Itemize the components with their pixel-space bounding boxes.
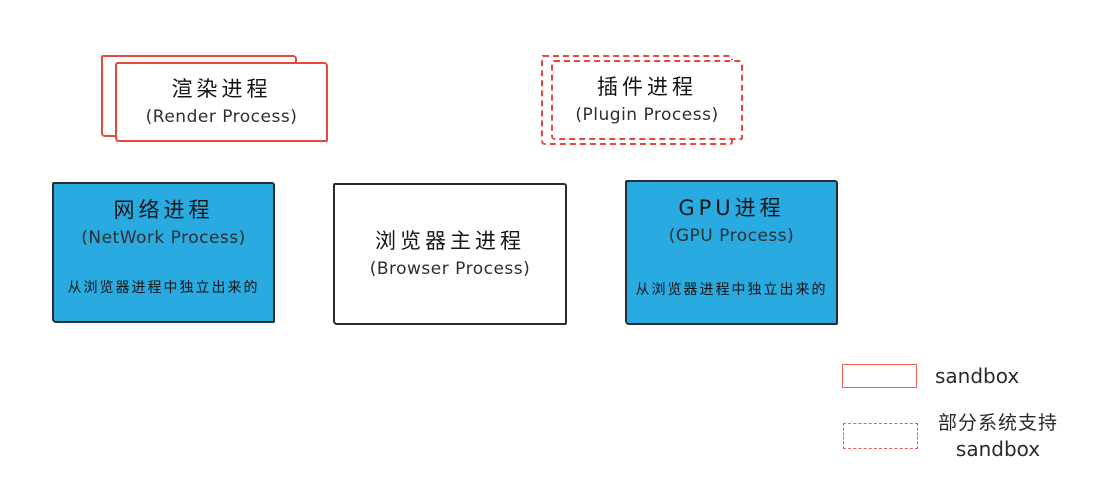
gpu-process-note: 从浏览器进程中独立出来的 [635,282,828,298]
browser-process-box: 浏览器主进程 (Browser Process) [333,183,567,325]
network-process-title: 网络进程 [113,198,214,222]
network-process-subtitle: (NetWork Process) [81,228,246,248]
browser-process-subtitle: (Browser Process) [369,259,531,279]
plugin-process-title: 插件进程 [597,75,697,99]
plugin-process-box: 插件进程 (Plugin Process) [551,60,743,140]
partial-sandbox-label-line1: 部分系统支持 [938,412,1059,434]
gpu-process-subtitle: (GPU Process) [668,226,795,246]
render-process-title: 渲染进程 [171,77,272,101]
sandbox-solid-swatch [842,364,917,388]
legend-item-partial-sandbox: 部分系统支持 sandbox [843,410,1058,462]
gpu-process-box: GPU进程 (GPU Process) 从浏览器进程中独立出来的 [625,180,838,325]
plugin-process-subtitle: (Plugin Process) [575,105,719,125]
legend-item-sandbox: sandbox [842,364,1019,388]
render-process-box: 渲染进程 (Render Process) [115,62,328,142]
gpu-process-title: GPU进程 [678,196,785,220]
partial-sandbox-legend-label: 部分系统支持 sandbox [938,410,1058,462]
network-process-note: 从浏览器进程中独立出来的 [67,280,260,296]
partial-sandbox-dashed-swatch [843,423,918,449]
sandbox-legend-label: sandbox [935,364,1020,388]
browser-process-title: 浏览器主进程 [375,229,525,253]
render-process-subtitle: (Render Process) [145,107,298,127]
network-process-box: 网络进程 (NetWork Process) 从浏览器进程中独立出来的 [52,182,275,323]
partial-sandbox-label-line2: sandbox [955,437,1041,461]
